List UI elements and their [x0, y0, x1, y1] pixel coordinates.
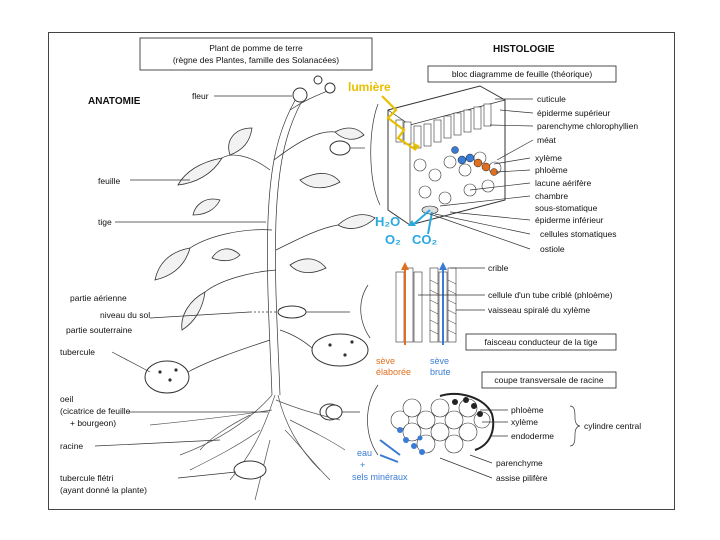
- label-oeil-line2: (cicatrice de feuille: [60, 406, 131, 416]
- light-arrow: [381, 95, 417, 151]
- title-line-1: Plant de pomme de terre: [209, 43, 303, 53]
- leaf-block-title: bloc diagramme de feuille (théorique): [452, 69, 592, 79]
- stem-block-box: [465, 333, 617, 351]
- leaf-label-sous-stomatique: sous-stomatique: [535, 203, 598, 213]
- stem-label-crible: crible: [488, 263, 509, 273]
- stem-label-cellule-tube: cellule d'un tube criblé (phloème): [488, 290, 613, 300]
- label-partie-aerienne: partie aérienne: [70, 293, 127, 303]
- label-tubercule-fletri: tubercule flétri: [60, 473, 113, 483]
- label-seve-brute: sève: [430, 356, 449, 366]
- leaf-block-box: [427, 65, 617, 83]
- leaf-label-epiderme-inferieur: épiderme inférieur: [535, 215, 604, 225]
- root-label-sels-mineraux: sels minéraux: [352, 472, 408, 482]
- label-oeil: oeil: [60, 394, 73, 404]
- root-label-cylindre-central: cylindre central: [584, 421, 641, 431]
- root-label-eau-plus: +: [360, 460, 365, 470]
- leaf-block-drawing: [370, 85, 506, 226]
- root-label-endoderme: endoderme: [511, 431, 554, 441]
- diagram-frame: [48, 32, 675, 510]
- leaf-label-parenchyme: parenchyme chlorophyllien: [537, 121, 638, 131]
- label-o2: O₂: [385, 232, 401, 247]
- root-block-box: [481, 371, 617, 389]
- label-lumiere: lumière: [348, 80, 391, 94]
- heading-anatomie: ANATOMIE: [88, 96, 141, 107]
- root-label-parenchyme: parenchyme: [496, 458, 543, 468]
- root-leader-lines: [439, 409, 508, 479]
- label-seve-elaboree: sève: [376, 356, 395, 366]
- plant-drawing: [144, 75, 376, 501]
- label-seve-elaboree-line2: élaborée: [376, 367, 411, 377]
- root-block-title: coupe transversale de racine: [494, 375, 603, 385]
- root-label-phloeme: phloème: [511, 405, 544, 415]
- heading-histologie: HISTOLOGIE: [493, 44, 555, 55]
- anatomy-leader-lines: [94, 95, 365, 479]
- leaf-label-cuticule: cuticule: [537, 94, 566, 104]
- label-h2o: H₂O: [375, 214, 400, 229]
- label-tubercule-fletri-line2: (ayant donné la plante): [60, 485, 147, 495]
- leaf-label-chambre: chambre: [535, 191, 568, 201]
- leaf-label-cellules-stomatiques: cellules stomatiques: [540, 229, 617, 239]
- root-label-xyleme: xylème: [511, 417, 538, 427]
- leaf-label-ostiole: ostiole: [540, 244, 565, 254]
- tuber-right: [311, 333, 369, 367]
- leaf-label-phloeme: phloème: [535, 165, 568, 175]
- flower-icon: [292, 87, 308, 103]
- root-section-drawing: [367, 384, 581, 463]
- leaf-label-xyleme: xylème: [535, 153, 562, 163]
- label-tige: tige: [98, 217, 112, 227]
- root-label-eau: eau: [357, 448, 372, 458]
- label-seve-brute-line2: brute: [430, 367, 451, 377]
- label-tubercule: tubercule: [60, 347, 95, 357]
- title-box: [139, 37, 373, 71]
- leaf-label-epiderme-superieur: épiderme supérieur: [537, 108, 610, 118]
- stem-label-vaisseau: vaisseau spiralé du xylème: [488, 305, 590, 315]
- leaf-label-lacune: lacune aérifère: [535, 178, 592, 188]
- tuber-left: [144, 360, 190, 394]
- stem-bundle-drawing: [360, 262, 457, 345]
- title-line-2: (règne des Plantes, famille des Solanacé…: [173, 55, 339, 65]
- leaf-label-meat: méat: [537, 135, 557, 145]
- label-co2: CO₂: [412, 232, 438, 247]
- label-fleur: fleur: [192, 91, 209, 101]
- label-racine: racine: [60, 441, 83, 451]
- label-niveau-du-sol: niveau du sol: [100, 310, 150, 320]
- leaf-leader-lines: [429, 98, 534, 250]
- stem-leader-lines: [418, 267, 485, 311]
- label-oeil-line3: + bourgeon): [70, 418, 116, 428]
- label-partie-souterraine: partie souterraine: [66, 325, 132, 335]
- label-feuille: feuille: [98, 176, 120, 186]
- root-label-assise-pilifere: assise pilifère: [496, 473, 548, 483]
- stem-block-title: faisceau conducteur de la tige: [485, 337, 598, 347]
